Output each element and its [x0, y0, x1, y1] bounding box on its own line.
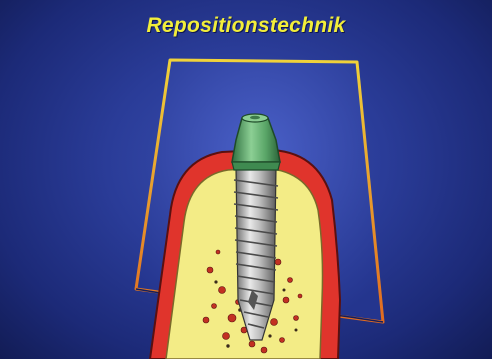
implant-illustration	[0, 0, 492, 359]
slide: Repositionstechnik	[0, 0, 492, 359]
